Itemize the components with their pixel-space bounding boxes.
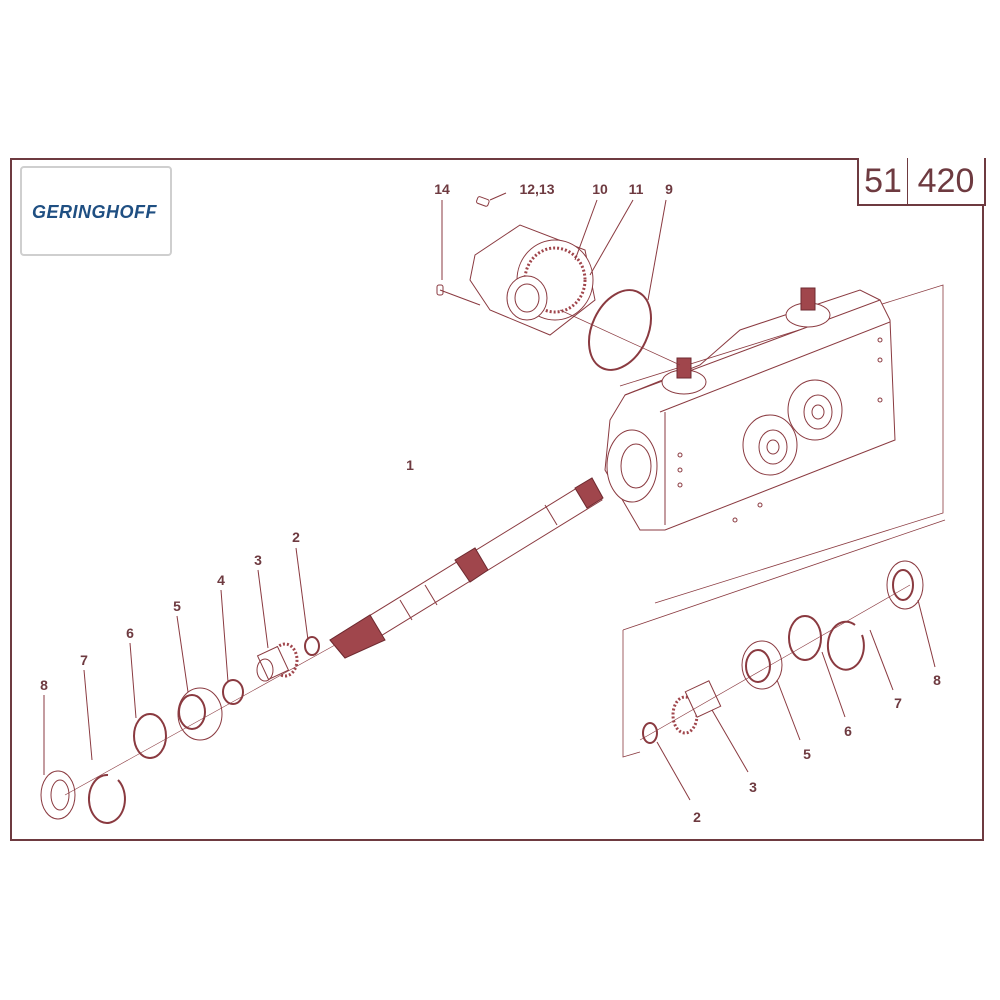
callout-2: 2: [292, 529, 300, 545]
circlip-7-right: [826, 620, 865, 671]
callout-11: 11: [629, 181, 644, 197]
shim-6-left: [133, 713, 167, 759]
o-ring-9: [588, 289, 652, 371]
page-number-box: 51 420: [857, 158, 986, 206]
callout-8-right: 8: [933, 672, 941, 688]
shim-4: [222, 679, 244, 705]
page-number: 420: [917, 161, 975, 200]
callout-6: 6: [126, 625, 134, 641]
callout-10: 10: [592, 181, 608, 197]
callout-7-right: 7: [894, 695, 902, 711]
section-number: 51: [859, 158, 908, 204]
callout-4: 4: [217, 572, 225, 588]
bearing-5-right: [741, 640, 783, 690]
bearing-5-left: [177, 687, 223, 741]
callout-8: 8: [40, 677, 48, 693]
callout-12-13: 12,13: [519, 181, 554, 197]
main-shaft: [329, 477, 604, 659]
snap-ring-2-left: [304, 636, 320, 656]
callout-3: 3: [254, 552, 262, 568]
callout-14: 14: [434, 181, 450, 197]
callout-1: 1: [406, 457, 414, 473]
callout-3-right: 3: [749, 779, 757, 795]
callout-6-right: 6: [844, 723, 852, 739]
bevel-pinion-3-left: [256, 642, 299, 682]
bevel-gear-unit: [436, 196, 596, 336]
callout-5-right: 5: [803, 746, 811, 762]
bevel-pinion-3-right: [671, 680, 722, 735]
snap-ring-2-right: [642, 722, 658, 744]
circlip-7-left: [87, 773, 126, 824]
callout-2-right: 2: [693, 809, 701, 825]
callout-7: 7: [80, 652, 88, 668]
brand-logo-box: GERINGHOFF: [20, 166, 172, 256]
seal-8-right: [886, 560, 924, 610]
seal-8-left: [40, 770, 76, 820]
callout-5: 5: [173, 598, 181, 614]
gearbox-housing: [604, 287, 896, 531]
brand-logo: GERINGHOFF: [32, 202, 157, 222]
callout-9: 9: [665, 181, 673, 197]
shim-6-right: [788, 615, 822, 661]
